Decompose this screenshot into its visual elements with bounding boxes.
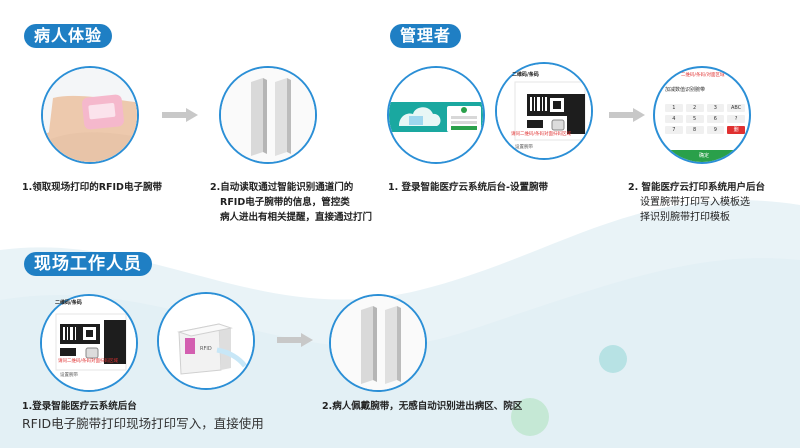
- decorative-dot: [599, 345, 627, 373]
- barcode-screen-footer: 设置腕带: [515, 145, 533, 150]
- staff-step-1-desc: RFID电子腕带打印现场打印写入，直接使用: [22, 416, 264, 431]
- barcode-screen-link: 请同二维码/条码对面扫码区域: [511, 132, 572, 137]
- barcode-setup-screen: [495, 62, 593, 160]
- staff-step-1-title: 1.登录智能医疗云系统后台: [22, 401, 137, 412]
- staff-barcode-title: 二维码/条码: [55, 300, 82, 306]
- barcode-screen-title: 二维码/条码: [512, 72, 539, 78]
- staff-gate-photo: [329, 294, 427, 392]
- keypad-key[interactable]: 4: [665, 115, 683, 123]
- arrow-right-icon: [609, 108, 645, 122]
- keypad-title: 二维码/条码/对面区域: [681, 73, 725, 78]
- patient-step-2-line: RFID电子腕带的信息，管控类: [220, 197, 350, 208]
- keypad-grid: 1 2 3 ABC 4 5 6 ? 7 8 9 删: [665, 104, 745, 134]
- staff-step-2: 2.病人佩戴腕带，无感自动识别进出病区、院区: [322, 401, 523, 412]
- keypad-screen: 二维码/条码/对面区域 加减数值识别腕带 1 2 3 ABC 4 5 6 ? 7…: [653, 66, 751, 164]
- arrow-right-icon: [162, 108, 198, 122]
- keypad-subtitle: 加减数值识别腕带: [665, 87, 706, 93]
- wristband-photo: [41, 66, 139, 164]
- keypad-key[interactable]: 7: [665, 126, 683, 134]
- keypad-key[interactable]: ABC: [727, 104, 745, 112]
- section-title-admin: 管理者: [390, 24, 462, 48]
- keypad-confirm-button[interactable]: 确定: [655, 150, 749, 162]
- section-title-staff: 现场工作人员: [24, 252, 152, 276]
- admin-step-2: 2. 智能医疗云打印系统用户后台 设置腕带打印写入模板选 择识别腕带打印模板: [628, 180, 765, 225]
- keypad-delete-key[interactable]: 删: [727, 126, 745, 134]
- admin-step-2-line: 2. 智能医疗云打印系统用户后台: [628, 182, 766, 193]
- patient-step-2: 2.自动读取通过智能识别通道门的 RFID电子腕带的信息，管控类 病人进出有相关…: [210, 180, 372, 225]
- admin-step-1: 1. 登录智能医疗云系统后台-设置腕带: [388, 182, 548, 193]
- cloud-login-screen: [387, 66, 485, 164]
- patient-step-2-line: 病人进出有相关提醒，直接通过打门: [220, 212, 373, 223]
- gate-photo: [219, 66, 317, 164]
- admin-step-2-line: 设置腕带打印写入模板选: [640, 197, 750, 208]
- keypad-key[interactable]: ?: [727, 115, 745, 123]
- keypad-key[interactable]: 3: [706, 104, 725, 112]
- admin-step-2-line: 择识别腕带打印模板: [640, 212, 730, 223]
- keypad-key[interactable]: 5: [685, 115, 704, 123]
- staff-barcode-link: 请同二维码/条码对面扫码区域: [58, 359, 119, 364]
- keypad-key[interactable]: 6: [706, 115, 725, 123]
- keypad-key[interactable]: 8: [685, 126, 704, 134]
- printer-brand-label: RFID: [200, 346, 212, 352]
- section-title-patient: 病人体验: [24, 24, 113, 48]
- staff-barcode-footer: 设置腕带: [60, 373, 78, 378]
- patient-step-1: 1.领取现场打印的RFID电子腕带: [22, 182, 162, 193]
- arrow-right-icon: [277, 333, 313, 347]
- printer-photo: [157, 292, 255, 390]
- keypad-key[interactable]: 9: [706, 126, 725, 134]
- keypad-key[interactable]: 1: [665, 104, 683, 112]
- decorative-dot: [511, 398, 549, 436]
- staff-barcode-screen: [40, 294, 138, 392]
- keypad-key[interactable]: 2: [685, 104, 704, 112]
- patient-step-2-line: 2.自动读取通过智能识别通道门的: [210, 182, 354, 193]
